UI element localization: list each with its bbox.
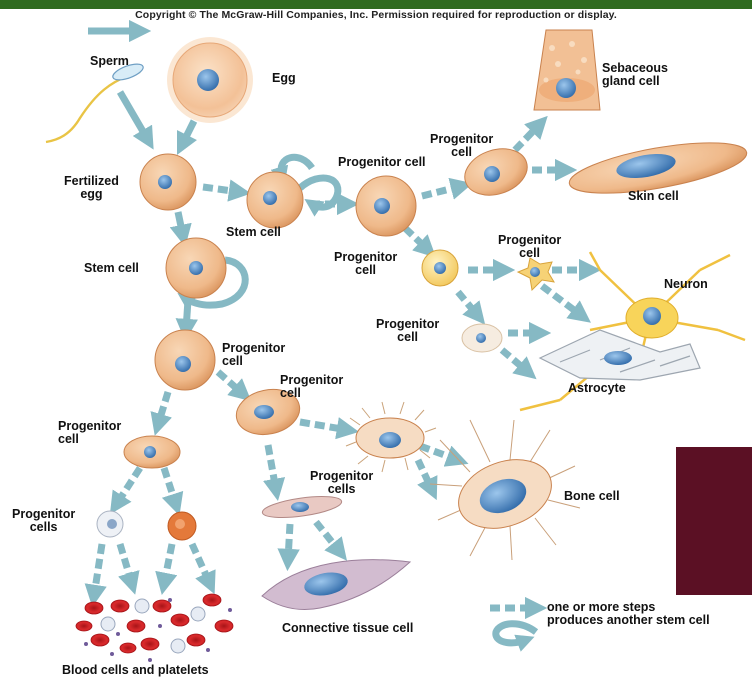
label-sperm: Sperm [90, 55, 129, 68]
maroon-block [676, 447, 752, 595]
label-egg: Egg [272, 72, 296, 85]
label-stem-cell-top: Stem cell [226, 226, 281, 239]
label-neuron: Neuron [664, 278, 708, 291]
astrocyte-cell [540, 330, 700, 380]
label-blood-cells-platelets: Blood cells and platelets [62, 664, 209, 677]
label-progenitor-cell-top: Progenitor cell [338, 156, 426, 169]
egg-cell [167, 37, 253, 123]
label-astrocyte: Astrocyte [568, 382, 626, 395]
sebaceous-gland-cell [534, 30, 600, 110]
legend-stem-label: produces another stem cell [547, 614, 710, 627]
label-stem-cell-left: Stem cell [84, 262, 139, 275]
connective-tissue-cell [262, 560, 410, 610]
label-bone-cell: Bone cell [564, 490, 620, 503]
label-connective-tissue-cell: Connective tissue cell [282, 622, 413, 635]
label-skin-cell: Skin cell [628, 190, 679, 203]
sperm-cell [46, 61, 145, 142]
blood-cells-cluster [76, 594, 233, 662]
bone-cell [430, 420, 580, 560]
